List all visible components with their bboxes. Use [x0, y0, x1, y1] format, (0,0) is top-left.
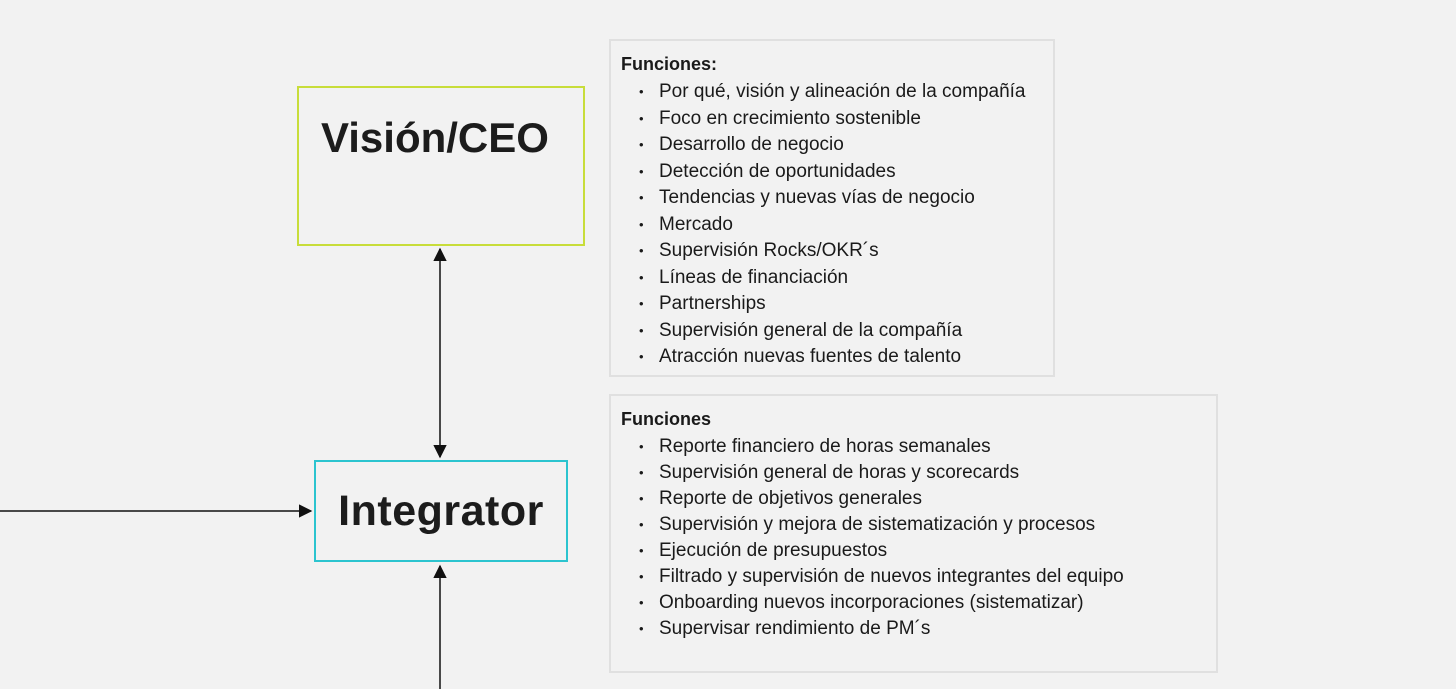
ceo-role-box[interactable]: Visión/CEO — [297, 86, 585, 246]
ceo-function-item: Desarrollo de negocio — [639, 132, 1043, 159]
integrator-functions-title: Funciones — [621, 409, 712, 429]
integrator-function-item: Reporte de objetivos generales — [639, 486, 1206, 512]
ceo-function-item: Foco en crecimiento sostenible — [639, 106, 1043, 133]
ceo-function-item: Tendencias y nuevas vías de negocio — [639, 185, 1043, 212]
integrator-function-item: Reporte financiero de horas semanales — [639, 434, 1206, 460]
ceo-function-item: Mercado — [639, 212, 1043, 239]
ceo-function-item: Líneas de financiación — [639, 265, 1043, 292]
ceo-functions-title: Funciones: — [621, 54, 718, 74]
ceo-functions-list: Por qué, visión y alineación de la compa… — [621, 79, 1043, 371]
integrator-function-item: Supervisión general de horas y scorecard… — [639, 460, 1206, 486]
integrator-role-box[interactable]: Integrator — [314, 460, 568, 562]
integrator-function-item: Ejecución de presupuestos — [639, 538, 1206, 564]
ceo-function-item: Atracción nuevas fuentes de talento — [639, 344, 1043, 371]
ceo-functions-panel: Funciones: Por qué, visión y alineación … — [609, 39, 1055, 377]
integrator-function-item: Onboarding nuevos incorporaciones (siste… — [639, 590, 1206, 616]
ceo-function-item: Supervisión Rocks/OKR´s — [639, 238, 1043, 265]
ceo-function-item: Partnerships — [639, 291, 1043, 318]
integrator-function-item: Supervisión y mejora de sistematización … — [639, 512, 1206, 538]
integrator-functions-panel: Funciones Reporte financiero de horas se… — [609, 394, 1218, 673]
ceo-function-item: Supervisión general de la compañía — [639, 318, 1043, 345]
integrator-function-item: Supervisar rendimiento de PM´s — [639, 616, 1206, 642]
integrator-function-item: Filtrado y supervisión de nuevos integra… — [639, 564, 1206, 590]
ceo-role-title: Visión/CEO — [321, 114, 549, 161]
integrator-functions-list: Reporte financiero de horas semanales Su… — [621, 434, 1206, 642]
ceo-function-item: Detección de oportunidades — [639, 159, 1043, 186]
integrator-role-title: Integrator — [338, 486, 544, 535]
ceo-function-item: Por qué, visión y alineación de la compa… — [639, 79, 1043, 106]
